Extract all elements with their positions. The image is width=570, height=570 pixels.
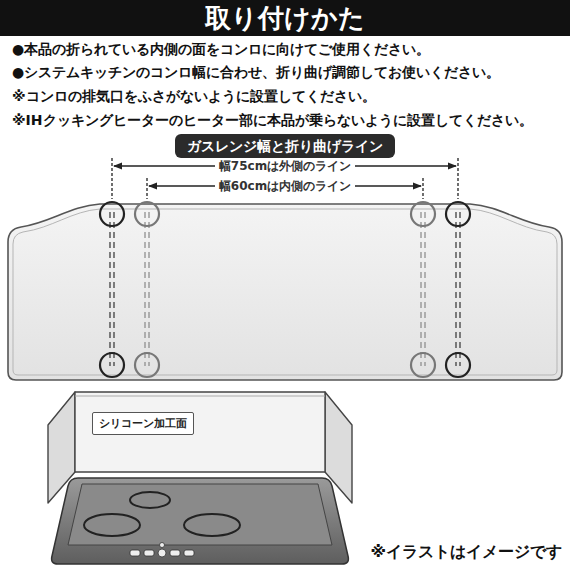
fold-circles [100, 202, 470, 377]
dimension-lines [112, 158, 458, 199]
note-text: ●システムキッチンのコンロ幅に合わせ、折り曲げ調節してお使いください。 [12, 61, 564, 83]
caption-text: ※イラストはイメージです [370, 542, 562, 562]
title-band [0, 0, 570, 36]
node-text: シリコーン加工面 [99, 416, 187, 431]
node-text: ガスレンジ幅と折り曲げライン [187, 137, 383, 155]
note-text: ※IHクッキングヒーターのヒーター部に本品が乗らないように設置してください。 [12, 109, 564, 131]
note-text: ※コンロの排気口をふさがないように設置してください。 [12, 85, 564, 107]
ih-cooktop [52, 478, 349, 564]
dimension-label: 幅60cmは内側のライン [215, 179, 355, 194]
badge-label: ガスレンジ幅と折り曲げライン [175, 134, 395, 158]
dimension-label: 幅75cmは外側のライン [215, 159, 355, 174]
guard-panel [8, 204, 562, 380]
fold-lines [110, 212, 460, 366]
surface-label: シリコーン加工面 [92, 412, 194, 435]
title-text: 取り付けかた [0, 0, 570, 36]
guard-panel-edge [13, 209, 557, 375]
note-text: ●本品の折られている内側の面をコンロに向けてご使用ください。 [12, 38, 564, 60]
